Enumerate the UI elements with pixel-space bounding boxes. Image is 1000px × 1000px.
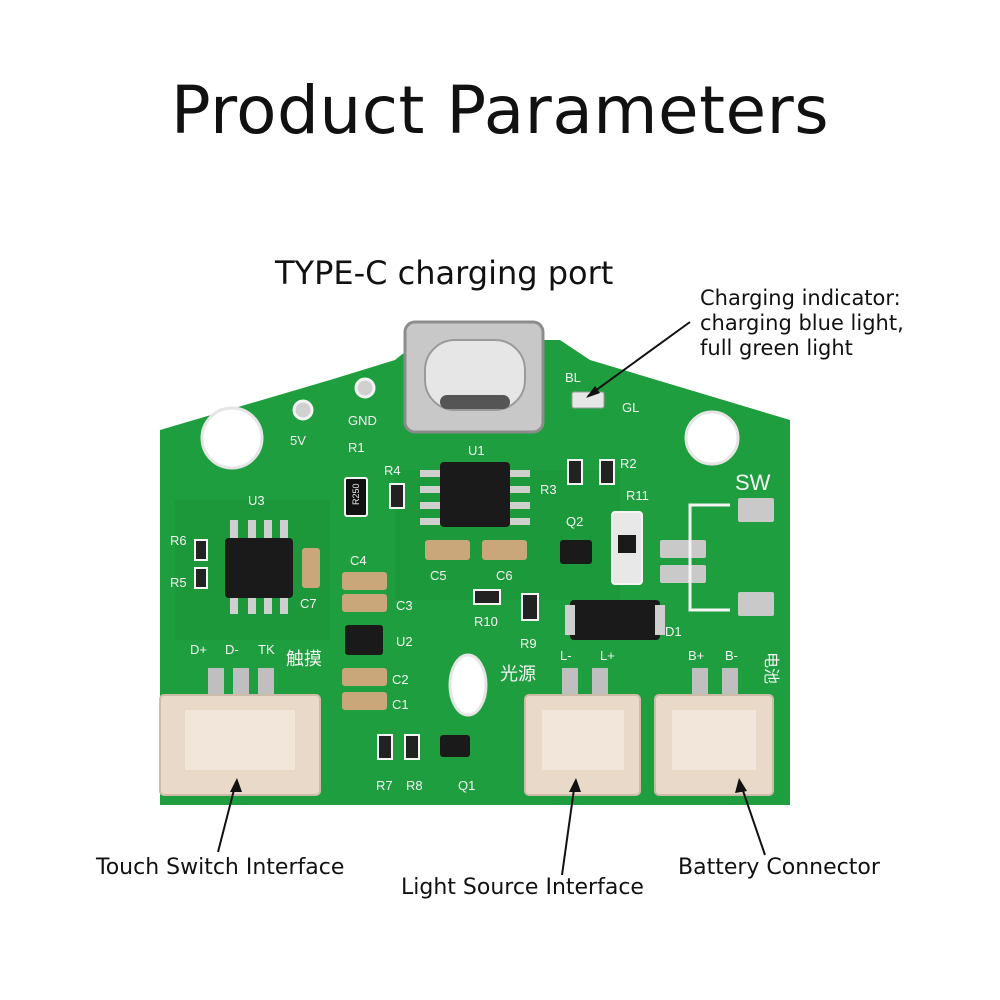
capacitor-c6 [482, 540, 527, 560]
transistor-q2 [560, 540, 592, 564]
silk-label: L+ [600, 648, 615, 663]
capacitor-c2 [342, 668, 387, 686]
resistor-r1 [344, 477, 368, 517]
callout-typec: TYPE-C charging port [275, 254, 614, 292]
silk-label: C6 [496, 568, 513, 583]
silk-label: Q1 [458, 778, 475, 793]
callout-touch-switch: Touch Switch Interface [96, 855, 345, 880]
chip-u1 [440, 462, 510, 527]
silk-label: R7 [376, 778, 393, 793]
silk-label: C3 [396, 598, 413, 613]
silk-label: BL [565, 370, 581, 385]
callout-line-touch [217, 781, 237, 853]
capacitor-c3 [342, 594, 387, 612]
silk-label: R1 [348, 440, 365, 455]
resistor-r3 [567, 459, 583, 485]
silk-label: Q2 [566, 514, 583, 529]
silk-label: SW [735, 470, 771, 495]
silk-label: R6 [170, 533, 187, 548]
silk-label: 电池 [762, 652, 780, 684]
page-title: Product Parameters [170, 72, 830, 149]
callout-battery: Battery Connector [678, 855, 880, 880]
silk-label: D+ [190, 642, 207, 657]
silk-label: R10 [474, 614, 498, 629]
silk-label: B- [725, 648, 738, 663]
chip-u3 [225, 538, 293, 598]
resistor-r9 [521, 593, 539, 621]
silk-label: C1 [392, 697, 409, 712]
switch-pad-mid1 [660, 540, 706, 558]
resistor-r7 [377, 734, 393, 760]
silk-label: GL [622, 400, 639, 415]
mounting-hole-right [684, 410, 740, 466]
switch-pad-mid2 [660, 565, 706, 583]
center-slot [448, 653, 488, 717]
silk-label: B+ [688, 648, 704, 663]
silk-label: U1 [468, 443, 485, 458]
pad-5v [292, 399, 314, 421]
silk-label: D- [225, 642, 239, 657]
silk-label: R8 [406, 778, 423, 793]
switch-pad-top [738, 498, 774, 522]
silk-label: 触摸 [286, 649, 322, 669]
capacitor-c1 [342, 692, 387, 710]
resistor-r8 [404, 734, 420, 760]
mounting-hole-left [200, 406, 264, 470]
silk-label: R4 [384, 463, 401, 478]
resistor-r4 [389, 483, 405, 509]
callout-line-indicator [587, 321, 691, 397]
switch-pad-bottom [738, 592, 774, 616]
silk-label: C2 [392, 672, 409, 687]
silk-label: R11 [626, 488, 649, 503]
callout-light-source: Light Source Interface [401, 875, 644, 900]
silk-label: 光源 [500, 664, 536, 684]
silk-label: TK [258, 642, 275, 657]
silk-label: C4 [350, 553, 367, 568]
silk-label: R2 [620, 456, 637, 471]
silk-label: U2 [396, 634, 413, 649]
silk-label: D1 [665, 624, 682, 639]
silk-label: R3 [540, 482, 557, 497]
silk-label: C5 [430, 568, 447, 583]
silk-label: R5 [170, 575, 187, 590]
callout-line-light [561, 781, 576, 876]
capacitor-c4 [342, 572, 387, 590]
callout-line-battery [739, 781, 766, 856]
callout-indicator-line3: full green light [700, 336, 853, 360]
silk-label: L- [560, 648, 572, 663]
callout-indicator-line1: Charging indicator: [700, 286, 901, 310]
callout-indicator: Charging indicator: charging blue light,… [700, 286, 960, 361]
silk-label: 5V [290, 433, 306, 448]
chip-u2 [345, 625, 383, 655]
capacitor-c7 [302, 548, 320, 588]
silk-label: C7 [300, 596, 317, 611]
silk-label: R9 [520, 636, 537, 651]
resistor-r10 [473, 589, 501, 605]
pad-gnd [354, 377, 376, 399]
silk-label: U3 [248, 493, 265, 508]
resistor-r2 [599, 459, 615, 485]
resistor-r5 [194, 567, 208, 589]
led-indicator [571, 391, 605, 409]
transistor-q1 [440, 735, 470, 757]
capacitor-c5 [425, 540, 470, 560]
diode-d1 [570, 600, 660, 640]
resistor-marking: R250 [351, 483, 361, 505]
resistor-r6 [194, 539, 208, 561]
callout-indicator-line2: charging blue light, [700, 311, 904, 335]
silk-label: GND [348, 413, 377, 428]
